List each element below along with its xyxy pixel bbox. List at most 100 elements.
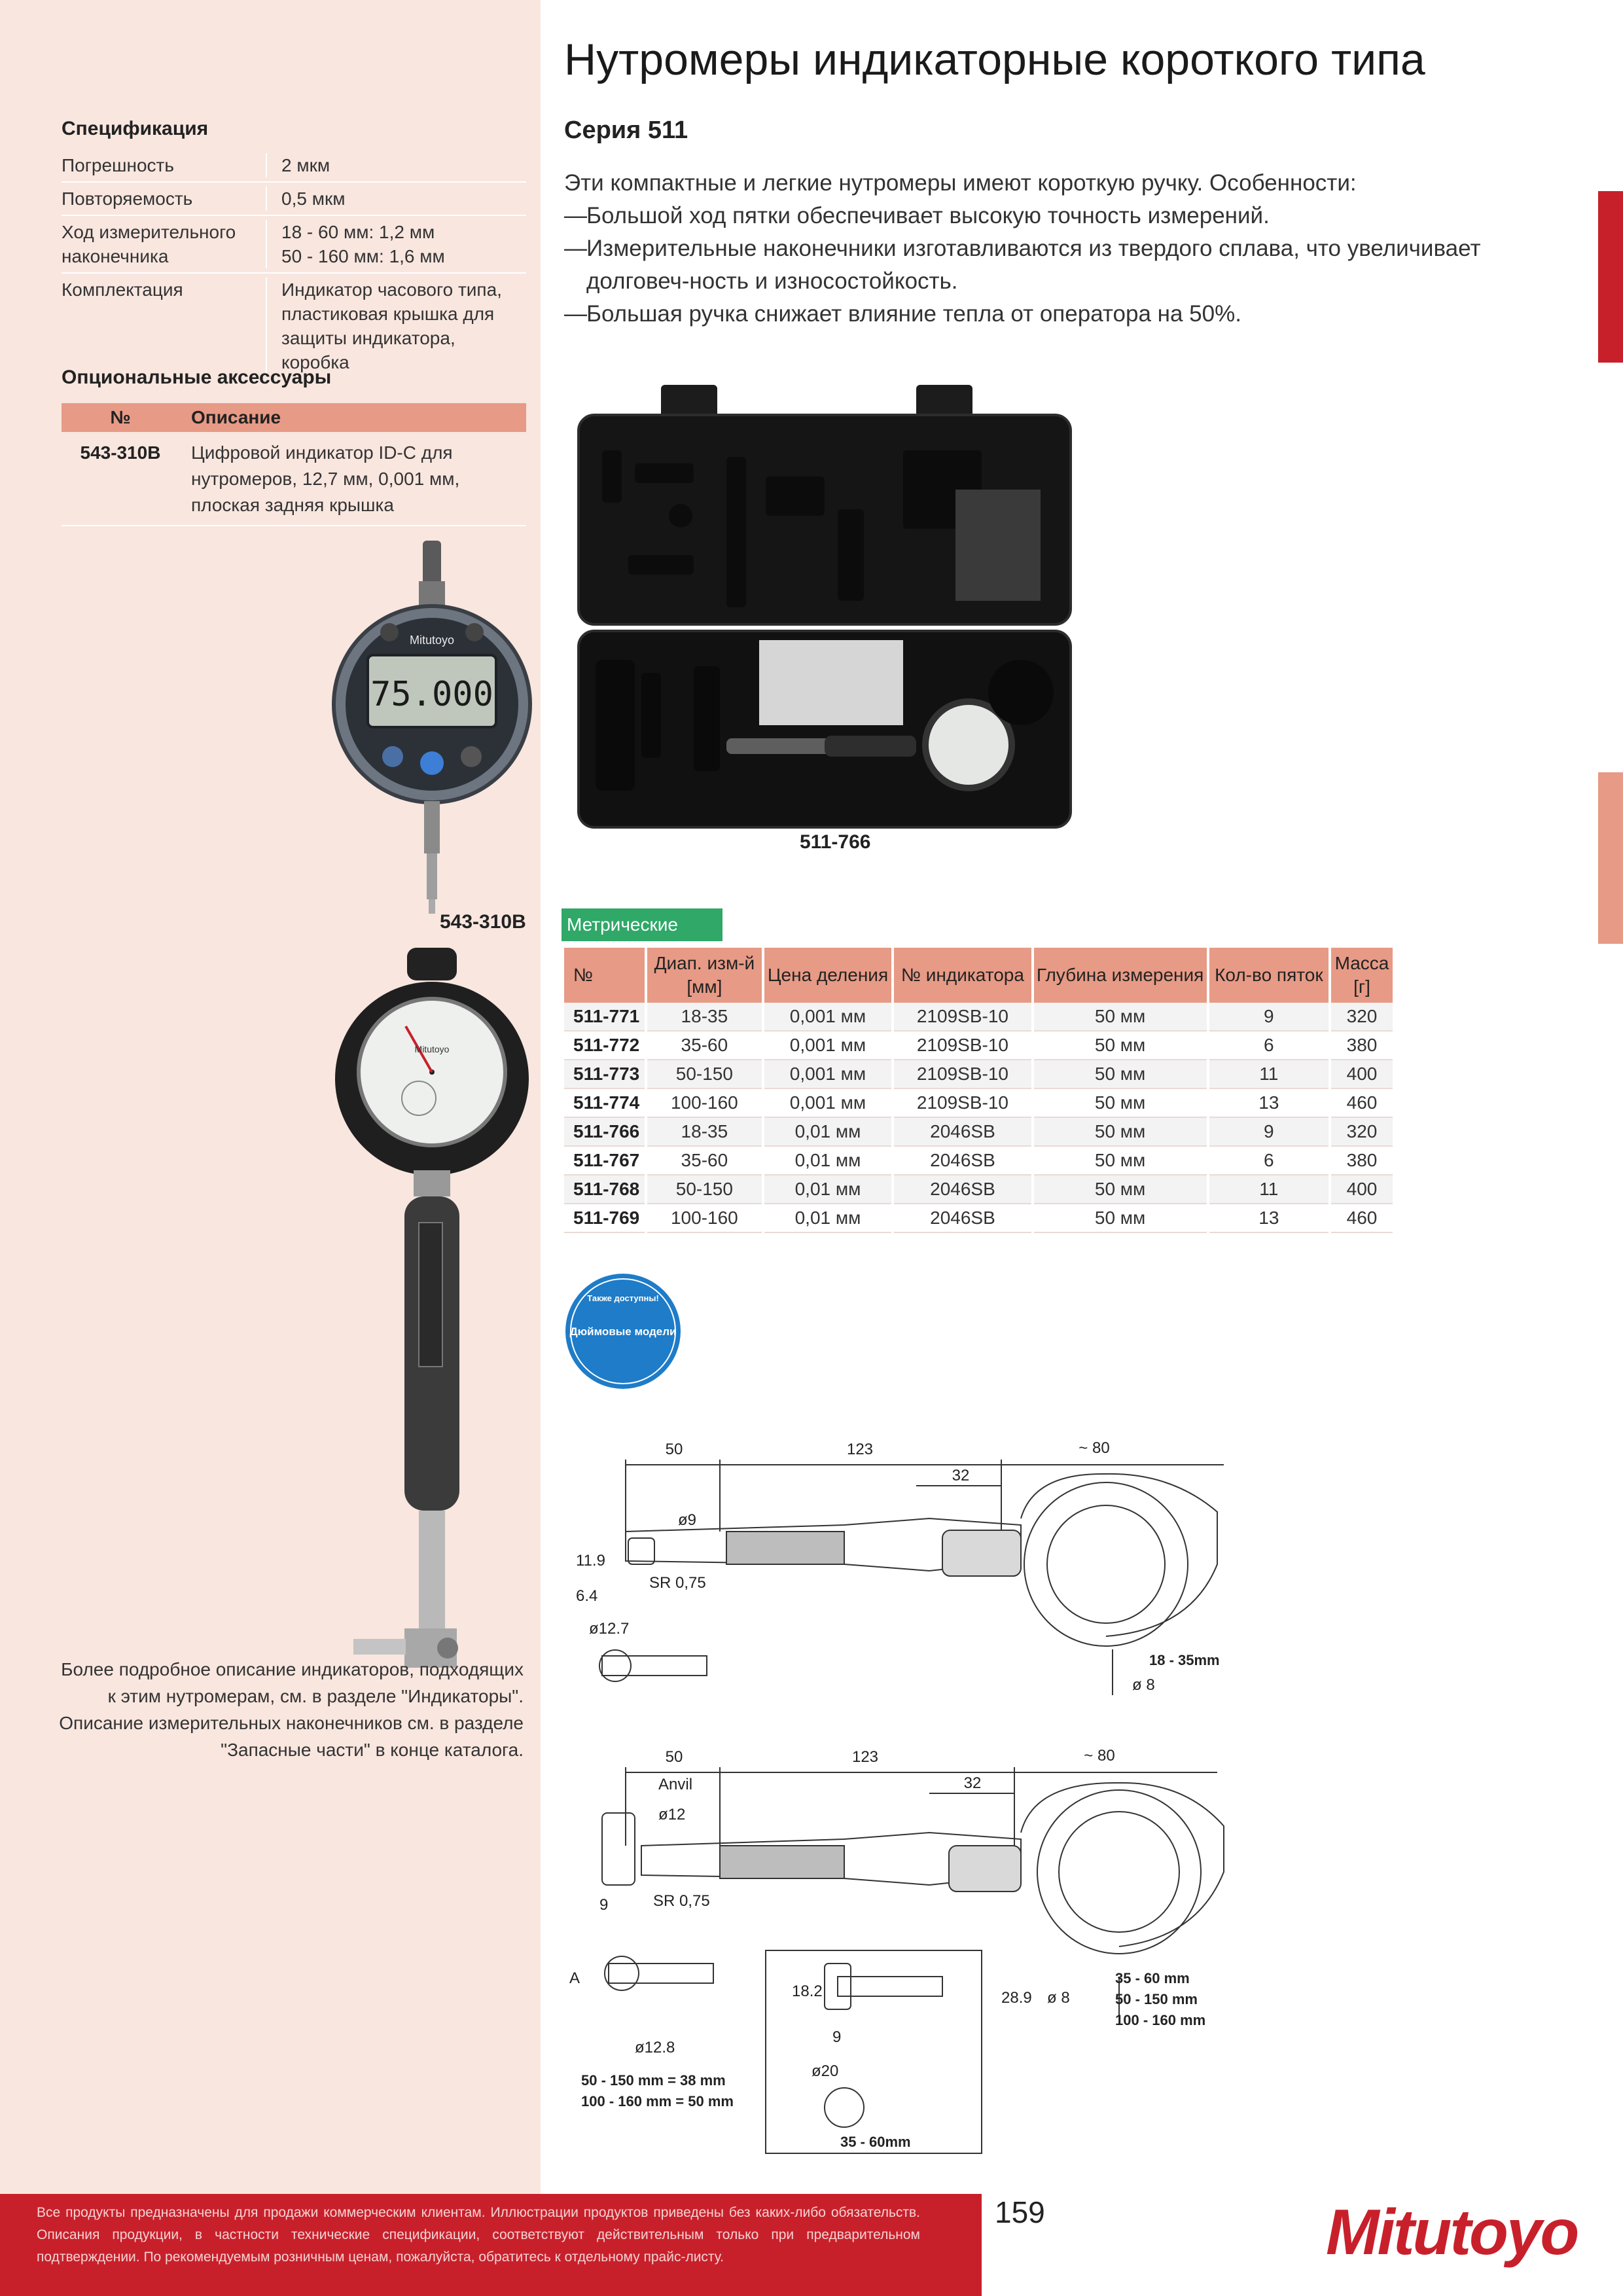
intro-bullet: Большой ход пятки обеспечивает высокую т… <box>564 200 1559 232</box>
metric-cell: 50 мм <box>1033 1031 1207 1060</box>
accessories-header: № Описание <box>62 403 526 432</box>
spec-key: Комплектация <box>62 279 183 300</box>
badge-top: Также доступны! <box>587 1293 659 1303</box>
spec-value: 18 - 60 мм: 1,2 мм 50 - 160 мм: 1,6 мм <box>281 222 445 266</box>
metric-cell-no: 511-772 <box>564 1031 645 1060</box>
series-heading: Серия 511 <box>564 117 688 144</box>
metric-cell: 50-150 <box>647 1060 762 1089</box>
metric-cell: 50 мм <box>1033 1204 1207 1233</box>
metric-cell: 2109SB-10 <box>894 1060 1031 1089</box>
inch-models-badge[interactable]: Также доступны! Дюймовые модели <box>563 1271 683 1391</box>
dim-6-4: 6.4 <box>576 1587 597 1605</box>
intro-text: Эти компактные и легкие нутромеры имеют … <box>564 167 1559 331</box>
metric-cell: 380 <box>1331 1031 1393 1060</box>
metric-tag: Метрические <box>562 908 722 941</box>
spec-heading: Спецификация <box>62 118 209 139</box>
metric-cell: 50 мм <box>1033 1175 1207 1204</box>
dim-80: ~ 80 <box>1079 1439 1109 1457</box>
section-tab[interactable] <box>1598 772 1623 944</box>
badge-main: Дюймовые модели <box>570 1325 677 1338</box>
spec-value: 2 мкм <box>281 155 330 175</box>
metric-cell: 9 <box>1209 1003 1329 1031</box>
dim-123: 123 <box>847 1441 873 1458</box>
metric-header: Кол-во пяток <box>1209 948 1329 1003</box>
dim-phi12-7: ø12.7 <box>589 1620 629 1638</box>
dim-9b: 9 <box>832 2028 841 2046</box>
metric-cell: 2109SB-10 <box>894 1031 1031 1060</box>
metric-cell: 50 мм <box>1033 1089 1207 1118</box>
drawing-18-35: 50 123 32 ~ 80 ø9 11.9 6.4 SR 0,75 ø12.7… <box>576 1439 1224 1695</box>
metric-cell: 320 <box>1331 1118 1393 1147</box>
range-label: 50 - 150 mm <box>1115 1991 1198 2007</box>
metric-cell: 50 мм <box>1033 1003 1207 1031</box>
dim-32: 32 <box>952 1467 970 1484</box>
col-no: № <box>110 407 131 427</box>
digital-indicator-image: 75.000 Mitutoyo <box>332 541 532 914</box>
metric-cell: 0,01 мм <box>764 1204 892 1233</box>
spec-value: Индикатор часового типа, пластиковая кры… <box>281 279 502 372</box>
case-image <box>577 385 1072 829</box>
metric-table: № Диап. изм-й [мм] Цена деления № индика… <box>562 948 1395 1233</box>
dim-phi9: ø9 <box>678 1511 696 1529</box>
metric-cell: 0,01 мм <box>764 1118 892 1147</box>
metric-cell: 460 <box>1331 1204 1393 1233</box>
metric-cell: 100-160 <box>647 1204 762 1233</box>
metric-cell: 13 <box>1209 1204 1329 1233</box>
metric-cell: 50 мм <box>1033 1060 1207 1089</box>
metric-cell: 6 <box>1209 1031 1329 1060</box>
dim-a: A <box>569 1969 580 1987</box>
indicators-note: Более подробное описание индикаторов, по… <box>59 1659 524 1760</box>
gauge-brand: Mitutoyo <box>415 1044 450 1054</box>
metric-header: Диап. изм-й [мм] <box>647 948 762 1003</box>
length-note-2: 100 - 160 mm = 50 mm <box>581 2093 734 2109</box>
dim-80: ~ 80 <box>1084 1747 1115 1765</box>
metric-cell-no: 511-769 <box>564 1204 645 1233</box>
metric-cell: 9 <box>1209 1118 1329 1147</box>
dim-phi20: ø20 <box>812 2062 838 2080</box>
dim-50: 50 <box>666 1748 683 1766</box>
metric-cell: 2109SB-10 <box>894 1089 1031 1118</box>
accessory-no: 543-310B <box>80 442 161 463</box>
case-caption: 511-766 <box>800 831 871 853</box>
metric-cell: 35-60 <box>647 1031 762 1060</box>
dim-9: 9 <box>599 1896 608 1914</box>
metric-cell-no: 511-766 <box>564 1118 645 1147</box>
dim-50: 50 <box>666 1441 683 1458</box>
intro-bullet: Большая ручка снижает влияние тепла от о… <box>564 298 1559 331</box>
metric-cell: 50 мм <box>1033 1147 1207 1175</box>
metric-cell: 460 <box>1331 1089 1393 1118</box>
range-label: 18 - 35mm <box>1149 1652 1220 1668</box>
dim-phi8: ø 8 <box>1047 1989 1070 2007</box>
metric-header: № <box>564 948 645 1003</box>
mitutoyo-logo: Mitutoyo <box>1326 2196 1579 2268</box>
metric-cell-no: 511-771 <box>564 1003 645 1031</box>
metric-cell: 400 <box>1331 1060 1393 1089</box>
metric-cell: 2109SB-10 <box>894 1003 1031 1031</box>
metric-cell: 11 <box>1209 1060 1329 1089</box>
anvil-label: Anvil <box>658 1776 692 1793</box>
length-note-1: 50 - 150 mm = 38 mm <box>581 2072 726 2089</box>
page-title: Нутромеры индикаторные короткого типа <box>564 35 1425 84</box>
metric-cell: 0,001 мм <box>764 1089 892 1118</box>
indicator-brand: Mitutoyo <box>410 634 454 647</box>
metric-cell-no: 511-768 <box>564 1175 645 1204</box>
accessories-table: № Описание 543-310B Цифровой индикатор I… <box>62 403 526 526</box>
spec-key: Повторяемость <box>62 188 193 209</box>
indicator-display: 75.000 <box>370 675 493 714</box>
metric-cell: 100-160 <box>647 1089 762 1118</box>
dim-phi12-8: ø12.8 <box>635 2039 675 2056</box>
metric-cell: 0,001 мм <box>764 1003 892 1031</box>
accessories-heading: Опциональные аксессуары <box>62 367 332 388</box>
metric-cell: 2046SB <box>894 1147 1031 1175</box>
metric-cell: 2046SB <box>894 1175 1031 1204</box>
section-tab-active[interactable] <box>1598 191 1623 363</box>
